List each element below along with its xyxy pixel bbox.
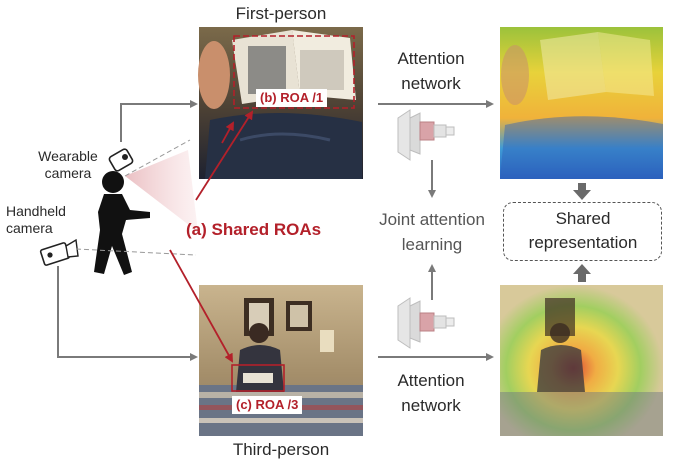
network-stack-icon: [397, 297, 455, 349]
attention-map-bottom: [500, 285, 663, 436]
roa-arrows: [169, 110, 254, 363]
roa-first-label: (b) ROA /1: [256, 89, 328, 107]
roa-third-label: (c) ROA /3: [232, 396, 303, 414]
first-person-label: First-person: [235, 4, 327, 23]
wearable-camera-label: Wearable camera: [38, 148, 98, 181]
person-with-camera-icon: [94, 139, 198, 275]
first-person-image: [198, 27, 363, 179]
shared-representation-box: [503, 202, 662, 261]
flow-arrows: [57, 100, 494, 361]
attention-network-bottom-label: Attention network: [397, 371, 465, 415]
handheld-camera-icon: [39, 238, 197, 266]
shared-rep-arrows: [573, 183, 591, 282]
network-stack-icon: [397, 109, 455, 161]
joint-attention-label: Joint attention learning: [379, 210, 485, 254]
handheld-camera-label: Handheld camera: [6, 203, 66, 236]
third-person-label: Third-person: [232, 440, 330, 459]
attention-map-top: [500, 27, 663, 179]
shared-roas-label: (a) Shared ROAs: [186, 220, 322, 239]
shared-representation-label: Shared representation: [528, 209, 638, 252]
attention-network-top-label: Attention network: [397, 49, 465, 93]
